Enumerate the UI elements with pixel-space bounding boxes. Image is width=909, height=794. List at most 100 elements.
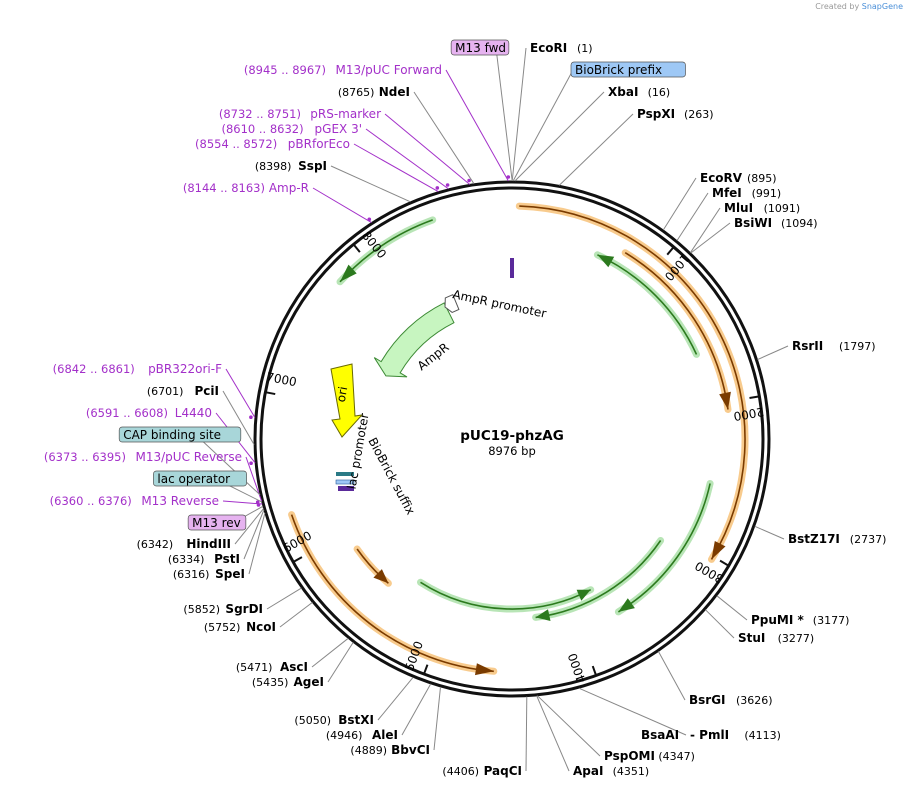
site-position: (4347) bbox=[658, 750, 695, 763]
label-box bbox=[153, 470, 247, 487]
feature-arc-arrowhead bbox=[340, 264, 357, 282]
tick-mark bbox=[292, 556, 303, 563]
plasmid-length: 8976 bp bbox=[488, 444, 536, 458]
feature-arc bbox=[290, 514, 494, 673]
ori-feature bbox=[330, 363, 364, 438]
site-name: BstZ17I bbox=[788, 532, 840, 546]
ampr-promoter-label: AmpR promoter bbox=[451, 287, 547, 321]
primer-name: M13/pUC Reverse bbox=[136, 450, 243, 464]
ori-label: ori bbox=[334, 385, 350, 403]
primer-mark bbox=[249, 415, 253, 420]
primer-mark bbox=[256, 503, 261, 507]
primer-name: pBRforEco bbox=[288, 137, 350, 151]
leader-line bbox=[662, 177, 697, 231]
site-position: (6342) bbox=[137, 538, 174, 551]
label-box bbox=[570, 61, 686, 78]
feature-arcs bbox=[288, 202, 749, 676]
leader-line bbox=[234, 508, 264, 545]
feature-arc-halo bbox=[288, 511, 498, 675]
leader-line bbox=[225, 368, 256, 418]
site-position: (6316) bbox=[173, 568, 210, 581]
site-name: PpuMI * bbox=[751, 613, 805, 627]
feature-arc bbox=[420, 581, 592, 610]
primer-mark bbox=[435, 186, 440, 190]
primer-mark bbox=[367, 217, 372, 222]
label-box-text: M13 rev bbox=[192, 516, 241, 530]
tick-mark bbox=[352, 243, 361, 253]
site-name: AscI bbox=[280, 660, 308, 674]
leader-lines bbox=[195, 47, 789, 772]
site-position: (3626) bbox=[736, 694, 773, 707]
lac-promoter-mark bbox=[336, 472, 354, 476]
primer-mark bbox=[255, 500, 260, 505]
site-position: (2737) bbox=[850, 533, 887, 546]
tick-label: 7000 bbox=[265, 370, 298, 389]
leader-line bbox=[525, 696, 528, 772]
leader-line bbox=[222, 390, 255, 445]
leader-line bbox=[689, 207, 721, 253]
tick-mark bbox=[719, 559, 730, 567]
credit-text: Created by SnapGene bbox=[815, 2, 903, 11]
feature-arc bbox=[519, 205, 746, 560]
site-name: EcoRI bbox=[530, 41, 567, 55]
site-position: (5050) bbox=[294, 714, 331, 727]
site-position: (8765) bbox=[338, 86, 375, 99]
primer-name: pGEX 3' bbox=[315, 122, 362, 136]
leader-line bbox=[657, 651, 686, 701]
label-box-text: BioBrick prefix bbox=[575, 63, 662, 77]
site-position: (8398) bbox=[255, 160, 292, 173]
site-name: SpeI bbox=[215, 567, 245, 581]
feature-arc-arrowhead bbox=[535, 609, 551, 621]
site-position: (895) bbox=[747, 172, 777, 185]
site-name: MluI bbox=[724, 201, 753, 215]
site-position: (4351) bbox=[613, 765, 650, 778]
tick-label: 3000 bbox=[693, 558, 726, 585]
primer-name: L4440 bbox=[175, 406, 212, 420]
feature-arc bbox=[535, 540, 662, 619]
site-position: (6334) bbox=[168, 553, 205, 566]
site-name: RsrII bbox=[792, 339, 823, 353]
site-name: HindIII bbox=[186, 537, 231, 551]
feature-arc bbox=[597, 254, 698, 355]
leader-line bbox=[377, 676, 414, 721]
feature-arc-arrowhead bbox=[618, 598, 635, 612]
label-box-text: lac operator bbox=[157, 472, 230, 486]
leader-line bbox=[353, 143, 439, 193]
site-name: SgrDI bbox=[225, 602, 263, 616]
leader-line bbox=[537, 695, 601, 757]
primer-mark bbox=[467, 178, 471, 183]
leader-line bbox=[495, 47, 513, 182]
label-box-text: M13 fwd bbox=[455, 41, 506, 55]
leader-line bbox=[243, 509, 265, 560]
leader-line bbox=[195, 434, 261, 496]
leader-line bbox=[536, 695, 570, 772]
leader-line bbox=[757, 345, 789, 361]
site-name: PstI bbox=[214, 552, 240, 566]
site-position: (6701) bbox=[147, 385, 184, 398]
leader-line bbox=[248, 512, 266, 575]
feature-arc bbox=[624, 252, 729, 410]
site-name: PspOMI bbox=[604, 749, 655, 763]
site-name: MfeI bbox=[712, 186, 742, 200]
label-box bbox=[118, 426, 242, 443]
site-name: - PmlI bbox=[690, 728, 729, 742]
primer-name: M13/pUC Forward bbox=[335, 63, 442, 77]
leader-line bbox=[511, 47, 527, 182]
primer-range: (8144 .. 8163) bbox=[183, 181, 265, 195]
leader-line bbox=[311, 637, 349, 668]
primer-range: (8732 .. 8751) bbox=[219, 107, 301, 121]
leader-line bbox=[512, 69, 574, 182]
label-box bbox=[187, 514, 247, 531]
tick-mark bbox=[265, 391, 276, 396]
site-position: (5435) bbox=[252, 676, 289, 689]
leader-line bbox=[222, 500, 263, 505]
site-position: (5752) bbox=[204, 621, 241, 634]
primer-range: (6373 .. 6395) bbox=[44, 450, 126, 464]
tick-mark bbox=[591, 665, 598, 676]
leader-line bbox=[690, 222, 731, 254]
primer-name: M13 Reverse bbox=[141, 494, 219, 508]
ampr-feature bbox=[373, 302, 455, 378]
site-name: BsaAI bbox=[641, 728, 679, 742]
m13-fwd-mark bbox=[510, 258, 514, 278]
